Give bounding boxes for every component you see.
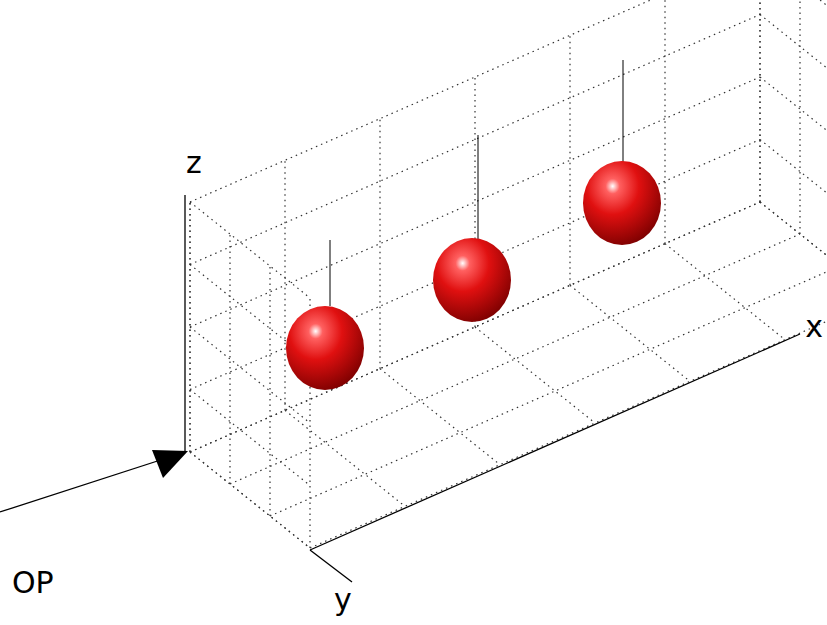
grid-line (190, 452, 310, 548)
grid-line (380, 369, 500, 465)
axis-label: OP (12, 568, 54, 598)
grid-line (475, 327, 595, 423)
grid-line (270, 266, 827, 516)
dotted-grid (190, 0, 827, 548)
grid-line (569, 35, 570, 285)
y-axis (310, 550, 352, 582)
grid-line (190, 202, 760, 452)
grid-line (760, 202, 827, 298)
sphere-string (623, 60, 624, 162)
grid-line (190, 202, 760, 452)
grid-line (379, 119, 380, 369)
grid-line (760, 140, 827, 236)
grid-line (570, 285, 690, 381)
axis-label: x (805, 312, 823, 342)
op-axis (0, 455, 176, 512)
sphere-string (330, 240, 331, 306)
grid-line (760, 77, 827, 173)
grid-line (190, 390, 310, 486)
grid-line (760, 15, 827, 111)
grid-line (759, 0, 760, 202)
grid-line (665, 244, 785, 340)
z-axis (184, 195, 185, 452)
sphere (433, 238, 511, 322)
grid-line (230, 234, 800, 484)
grid-line (190, 140, 760, 390)
grid-line (190, 202, 310, 298)
sphere (583, 161, 661, 245)
grid-line (664, 0, 665, 244)
grid-line (190, 452, 310, 548)
sphere-string (478, 135, 479, 240)
grid-line (190, 0, 760, 202)
axis-label: y (334, 585, 352, 615)
grid-line (760, 202, 827, 298)
grid-line (284, 160, 285, 410)
grid-line (190, 15, 760, 265)
axis-label: z (186, 148, 202, 178)
x-axis (310, 334, 800, 550)
grid-line (269, 266, 270, 516)
sphere (286, 306, 364, 390)
grid-line (759, 0, 760, 202)
grid-line (310, 298, 827, 548)
grid-line (285, 410, 405, 506)
grid-line (760, 0, 827, 48)
grid-line (799, 0, 800, 234)
op-arrowhead (152, 450, 188, 478)
